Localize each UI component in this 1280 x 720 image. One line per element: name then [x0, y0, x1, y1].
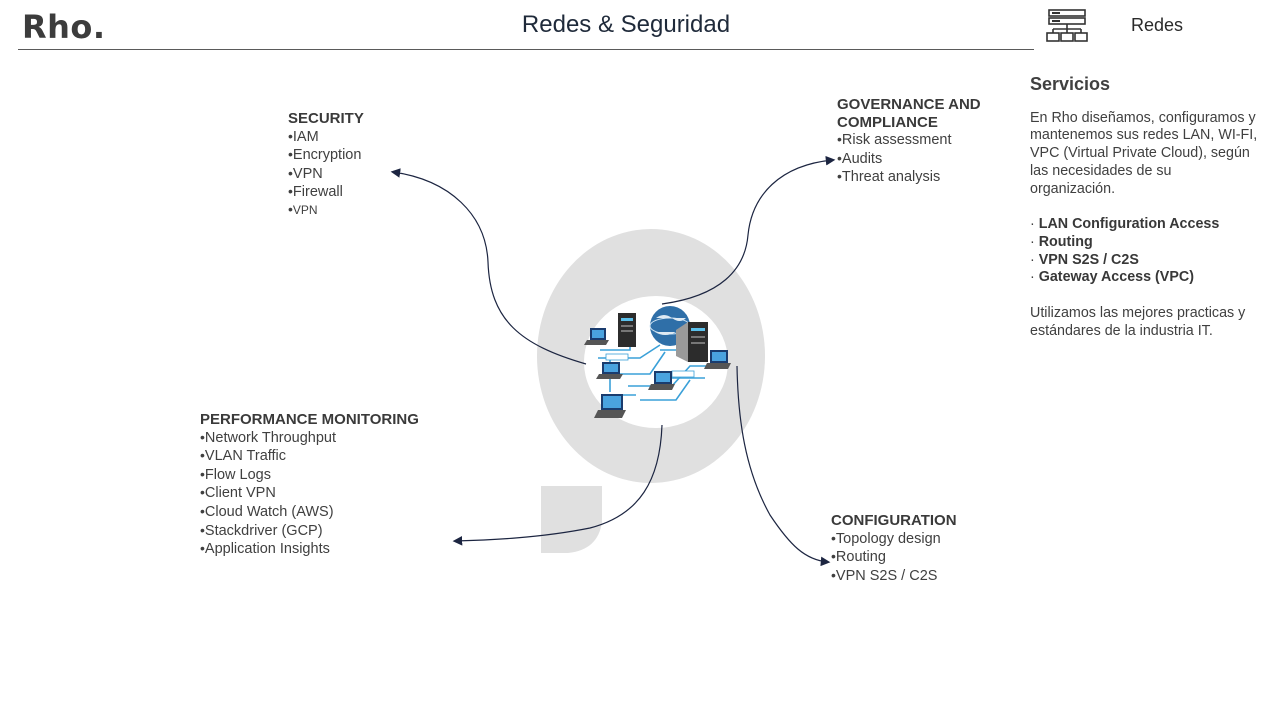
- services-closing: Utilizamos las mejores practicas y están…: [1030, 305, 1246, 339]
- governance-item: Threat analysis: [837, 168, 1027, 187]
- network-servers-icon: [1046, 9, 1088, 42]
- arrow-to-security: [390, 168, 587, 365]
- performance-item: Cloud Watch (AWS): [200, 503, 419, 522]
- arrow-to-configuration: [736, 365, 831, 567]
- security-item: VPN: [288, 165, 364, 184]
- security-title: SECURITY: [288, 110, 364, 127]
- security-item: IAM: [288, 128, 364, 147]
- page-title: Redes & Seguridad: [521, 11, 731, 38]
- configuration-item: Routing: [831, 548, 957, 567]
- configuration-item: Topology design: [831, 530, 957, 549]
- governance-title: GOVERNANCE AND COMPLIANCE: [837, 96, 981, 131]
- services-list-item: · Gateway Access (VPC): [1030, 269, 1194, 286]
- performance-block: PERFORMANCE MONITORING Network Throughpu…: [200, 411, 419, 559]
- governance-block: GOVERNANCE AND COMPLIANCE Risk assessmen…: [837, 96, 1027, 187]
- governance-item: Audits: [837, 150, 1027, 169]
- configuration-block: CONFIGURATION Topology design Routing VP…: [831, 512, 957, 585]
- services-list-item: · Routing: [1030, 233, 1093, 250]
- performance-item: Network Throughput: [200, 429, 419, 448]
- services-title: Servicios: [1030, 74, 1111, 94]
- security-block: SECURITY IAM Encryption VPN Firewall VPN: [288, 110, 364, 218]
- rho-logo: Rho.: [22, 8, 106, 46]
- section-label: Redes: [1131, 15, 1184, 35]
- header-divider: [18, 49, 1034, 50]
- performance-item: Application Insights: [200, 540, 419, 559]
- security-item: Encryption: [288, 146, 364, 165]
- security-item: Firewall: [288, 183, 364, 202]
- arrow-to-performance: [452, 424, 663, 546]
- services-list-item: · LAN Configuration Access: [1030, 216, 1220, 233]
- performance-title: PERFORMANCE MONITORING: [200, 411, 419, 428]
- security-item: VPN: [288, 202, 364, 218]
- governance-item: Risk assessment: [837, 131, 1027, 150]
- services-description: En Rho diseñamos, configuramos y mantene…: [1030, 109, 1258, 197]
- performance-item: VLAN Traffic: [200, 447, 419, 466]
- performance-item: Flow Logs: [200, 466, 419, 485]
- arrow-to-governance: [661, 155, 836, 305]
- services-panel: Servicios En Rho diseñamos, configuramos…: [1030, 74, 1260, 340]
- services-list: · LAN Configuration Access · Routing · V…: [1030, 216, 1260, 287]
- performance-item: Stackdriver (GCP): [200, 522, 419, 541]
- performance-item: Client VPN: [200, 484, 419, 503]
- services-list-item: · VPN S2S / C2S: [1030, 251, 1139, 268]
- configuration-item: VPN S2S / C2S: [831, 567, 957, 586]
- configuration-title: CONFIGURATION: [831, 512, 957, 529]
